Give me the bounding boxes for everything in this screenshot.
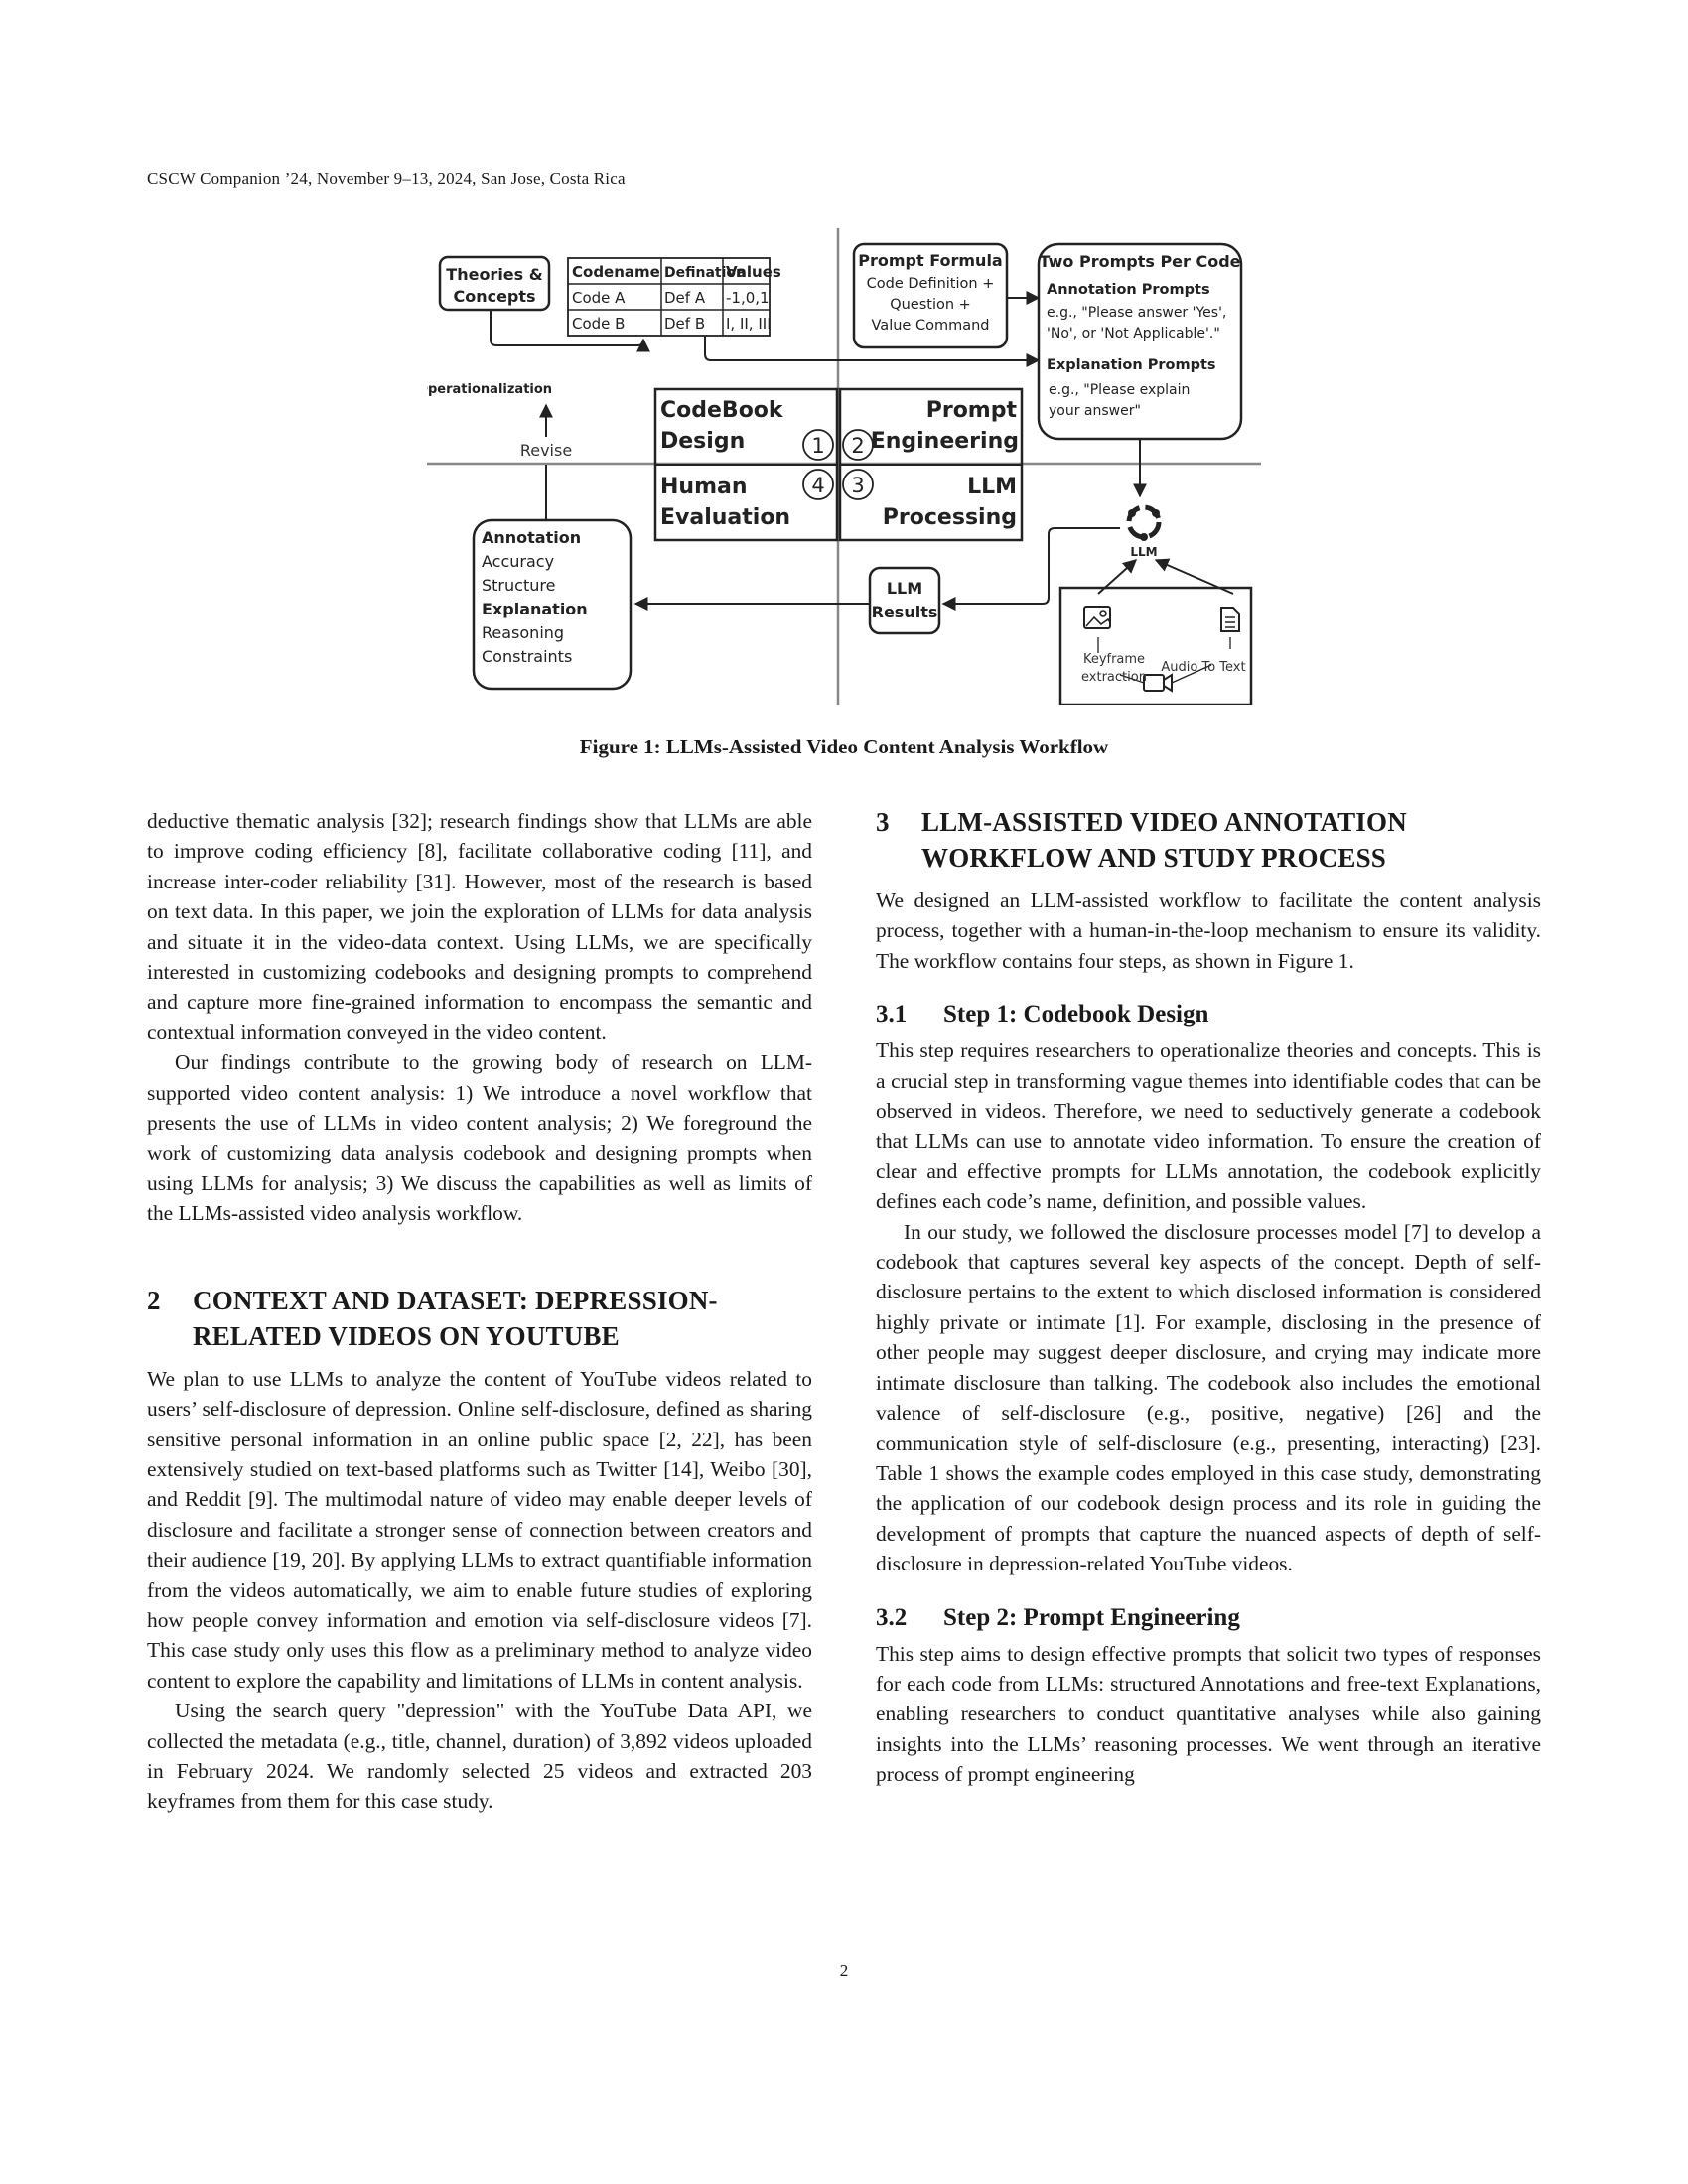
llm-results-label: Results [872, 603, 938, 621]
table-header-values: Values [726, 263, 781, 281]
theories-line-1: Theories & [446, 265, 542, 284]
keyframe-label: Keyframe [1083, 652, 1145, 667]
step-number: 2 [851, 434, 864, 458]
table-cell: Def A [664, 289, 706, 307]
input-media-box [1058, 586, 1253, 705]
step-3-circle [842, 469, 874, 500]
step-number: 4 [811, 474, 824, 497]
explanation-prompts-line: your answer" [1049, 403, 1141, 419]
document-icon [1220, 607, 1240, 632]
annotation-box-line: Reasoning [482, 623, 564, 642]
subsection-heading: 3.1 Step 1: Codebook Design [876, 998, 1541, 1031]
paragraph: In our study, we followed the disclosure… [876, 1219, 1541, 1576]
llm-to-results-arrow [941, 527, 1120, 611]
table-header-definition: Defination [664, 265, 746, 281]
workflow-figure: Theories & Concepts Codename Defination … [427, 228, 1261, 705]
right-column: 3 LLM-ASSISTED VIDEO ANNOTATION WORKFLOW… [876, 806, 1541, 1790]
codebook-label: CodeBook [660, 398, 784, 423]
figure-caption: Figure 1: LLMs-Assisted Video Content An… [579, 735, 1109, 758]
annotation-box-line: Explanation [482, 600, 588, 618]
annotation-box [472, 518, 633, 691]
section-number: 2 [147, 1285, 161, 1315]
prompt-formula-box [852, 242, 1009, 349]
section-heading: 3 LLM-ASSISTED VIDEO ANNOTATION WORKFLOW… [876, 804, 1541, 876]
table-cell: Code B [572, 315, 625, 333]
table-cell: I, II, III [726, 315, 772, 333]
step-1-circle [802, 429, 834, 461]
subsection-number: 3.2 [876, 1603, 908, 1631]
codebook-label: Design [660, 429, 745, 454]
table-cell: -1,0,1 [726, 289, 770, 307]
llm-results-label: LLM [887, 579, 922, 598]
table-header-codename: Codename [572, 263, 660, 281]
image-icon [1083, 606, 1111, 629]
keyframe-to-llm-arrow [1097, 559, 1138, 595]
theories-line-2: Concepts [453, 287, 535, 306]
explanation-prompts-line: e.g., "Please explain [1049, 382, 1190, 398]
annotation-prompts-title: Annotation Prompts [1047, 282, 1210, 298]
explanation-prompts-title: Explanation Prompts [1047, 357, 1216, 373]
revise-label: Revise [520, 441, 572, 460]
subsection-title: Step 1: Codebook Design [943, 1001, 1209, 1028]
step-number: 1 [811, 434, 824, 458]
paragraph: This step aims to design effective promp… [876, 1641, 1541, 1787]
step-number: 3 [851, 474, 864, 497]
table-cell: Def B [664, 315, 705, 333]
llm-icon [1126, 504, 1162, 541]
prompt-label: Prompt [926, 398, 1018, 423]
llm-label: Processing [883, 505, 1017, 530]
subsection-number: 3.1 [876, 1001, 908, 1028]
prompt-formula-title: Prompt Formula [858, 251, 1002, 270]
keyframe-label: extraction [1081, 670, 1147, 685]
left-column: deductive thematic analysis [32]; resear… [147, 806, 812, 1817]
human-label: Human [660, 475, 748, 499]
section-title: CONTEXT AND DATASET: DEPRESSION-RELATED … [193, 1285, 718, 1351]
section-heading: 2 CONTEXT AND DATASET: DEPRESSION-RELATE… [147, 1283, 812, 1354]
llm-results-box [868, 566, 941, 635]
table-cell: Code A [572, 289, 626, 307]
codebook-table: Codename Defination Values Code A Def A … [567, 257, 781, 337]
audio-to-llm-arrow [1154, 558, 1234, 595]
theories-box [438, 255, 551, 312]
step-2-circle [842, 429, 874, 461]
paragraph: We plan to use LLMs to analyze the conte… [147, 1366, 812, 1693]
running-header: CSCW Companion ’24, November 9–13, 2024,… [147, 169, 626, 188]
prompt-formula-line: Question + [890, 297, 971, 313]
prompt-label: Engineering [871, 429, 1019, 454]
operationalization-label: Operationalization [427, 382, 552, 397]
audio-to-text-label: Audio To Text [1161, 660, 1245, 675]
annotation-box-line: Constraints [482, 647, 572, 666]
prompt-formula-line: Code Definition + [867, 276, 995, 292]
paragraph: Using the search query "depression" with… [147, 1699, 812, 1814]
annotation-prompts-line: 'No', or 'Not Applicable'." [1047, 326, 1220, 341]
annotation-prompts-line: e.g., "Please answer 'Yes', [1047, 305, 1226, 321]
annotation-box-line: Structure [482, 576, 555, 595]
two-prompts-title: Two Prompts Per Code [1039, 252, 1240, 271]
subsection-heading: 3.2 Step 2: Prompt Engineering [876, 1601, 1541, 1635]
human-label: Evaluation [660, 505, 790, 530]
paragraph: This step requires researchers to operat… [876, 1038, 1541, 1214]
llm-label: LLM [967, 475, 1017, 499]
paragraph: Our findings contribute to the growing b… [147, 1050, 812, 1226]
step-4-circle [802, 469, 834, 500]
llm-icon-label: LLM [1130, 545, 1157, 559]
section-number: 3 [876, 807, 890, 837]
page-number: 2 [839, 1961, 849, 1979]
section-title: LLM-ASSISTED VIDEO ANNOTATION WORKFLOW A… [921, 807, 1407, 873]
subsection-title: Step 2: Prompt Engineering [943, 1603, 1240, 1631]
annotation-box-line: Annotation [482, 528, 581, 547]
paragraph: We designed an LLM-assisted workflow to … [876, 888, 1541, 973]
annotation-box-line: Accuracy [482, 552, 554, 571]
prompt-formula-line: Value Command [872, 318, 990, 334]
paragraph: deductive thematic analysis [32]; resear… [147, 809, 812, 1044]
table-to-explanation-arrow [704, 336, 1041, 367]
